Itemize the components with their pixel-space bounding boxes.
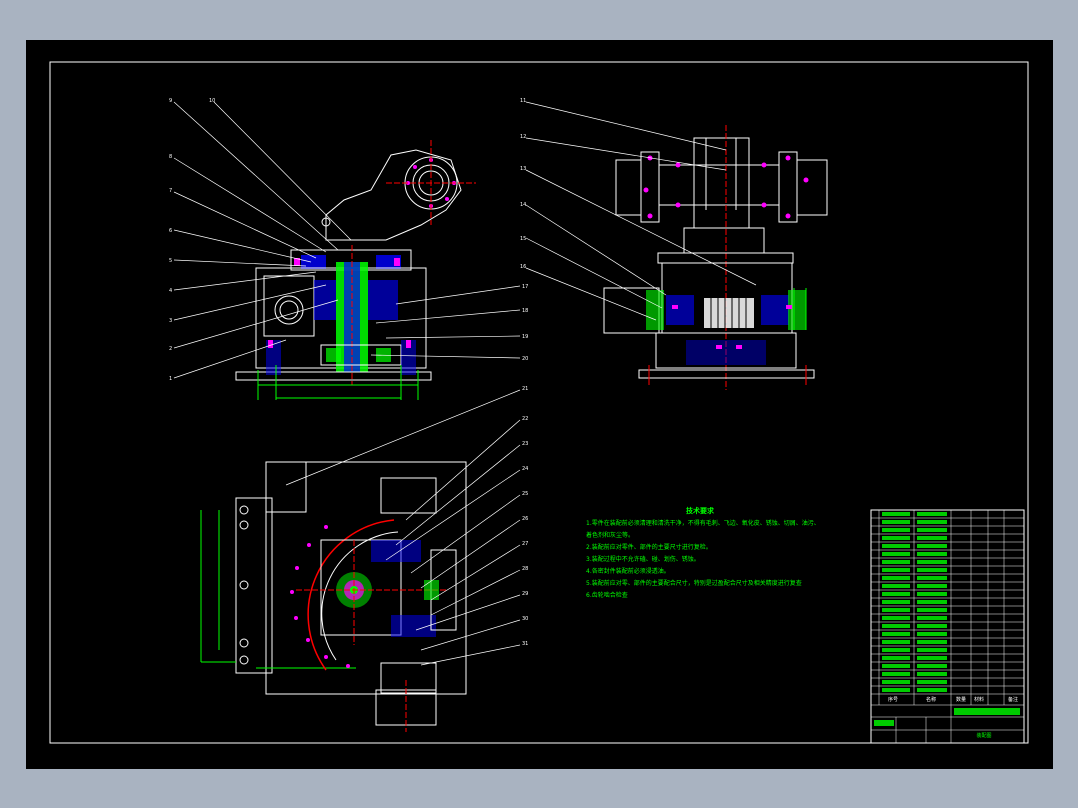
svg-text:23: 23	[522, 441, 528, 447]
svg-text:31: 31	[522, 641, 528, 647]
svg-text:28: 28	[522, 566, 528, 572]
svg-text:8: 8	[169, 154, 172, 160]
note-line-3: 2.装配前应对零件、部件的主要尺寸进行复检。	[586, 544, 712, 551]
drawing-title: 装配图	[976, 732, 991, 739]
title-block: 装配图 序号 名称 数量 材料 备注	[870, 509, 1025, 744]
svg-text:3: 3	[169, 318, 172, 324]
note-line-6: 5.装配前应对零、部件的主要配合尺寸，特别是过盈配合尺寸及相关精度进行复查	[586, 580, 802, 587]
note-label: 备注	[1008, 696, 1018, 703]
note-line-5: 4.各密封件装配前必须浸透油。	[586, 568, 670, 575]
plan-view: 21 22 23 24 25 26 27 28 29 30 31	[200, 386, 528, 732]
svg-text:24: 24	[522, 466, 528, 472]
svg-text:14: 14	[520, 202, 526, 208]
svg-text:20: 20	[522, 356, 528, 362]
svg-text:27: 27	[522, 541, 528, 547]
inner-border	[49, 61, 1029, 744]
svg-text:5: 5	[169, 258, 172, 264]
svg-text:22: 22	[522, 416, 528, 422]
svg-text:12: 12	[520, 134, 526, 140]
svg-text:19: 19	[522, 334, 528, 340]
note-line-4: 3.装配过程中不允许磕、碰、划伤、锈蚀。	[586, 556, 700, 563]
svg-text:10: 10	[209, 98, 215, 104]
notes-title: 技术要求	[686, 507, 714, 515]
svg-text:4: 4	[169, 288, 172, 294]
svg-text:7: 7	[169, 188, 172, 194]
cad-drawing: 9 10 8 7 6 5 4 3 2 1 17 18 19 20	[49, 61, 1029, 744]
svg-text:25: 25	[522, 491, 528, 497]
svg-text:15: 15	[520, 236, 526, 242]
svg-text:30: 30	[522, 616, 528, 622]
svg-text:17: 17	[522, 284, 528, 290]
drawing-sheet: 9 10 8 7 6 5 4 3 2 1 17 18 19 20	[26, 40, 1053, 769]
svg-text:21: 21	[522, 386, 528, 392]
seq-label: 序号	[888, 696, 898, 703]
svg-text:2: 2	[169, 346, 172, 352]
svg-text:13: 13	[520, 166, 526, 172]
svg-text:6: 6	[169, 228, 172, 234]
note-line-7: 6.齿轮啮合检查	[586, 592, 628, 599]
svg-text:11: 11	[520, 98, 526, 104]
side-view: 11 12 13 14 15 16	[520, 98, 828, 390]
quantity-label: 数量	[956, 696, 966, 703]
svg-text:26: 26	[522, 516, 528, 522]
svg-text:9: 9	[169, 98, 172, 104]
name-label: 名称	[926, 696, 936, 703]
note-line-1: 1.零件在装配前必须清理和清洗干净，不得有毛刺、飞边、氧化皮、锈蚀、切屑、油污、	[586, 520, 820, 527]
svg-text:16: 16	[520, 264, 526, 270]
svg-text:18: 18	[522, 308, 528, 314]
svg-text:29: 29	[522, 591, 528, 597]
svg-text:1: 1	[169, 376, 172, 382]
note-line-2: 着色剂和灰尘等。	[586, 532, 635, 539]
front-section-view: 9 10 8 7 6 5 4 3 2 1 17 18 19 20	[169, 98, 528, 400]
material-label: 材料	[974, 696, 984, 703]
